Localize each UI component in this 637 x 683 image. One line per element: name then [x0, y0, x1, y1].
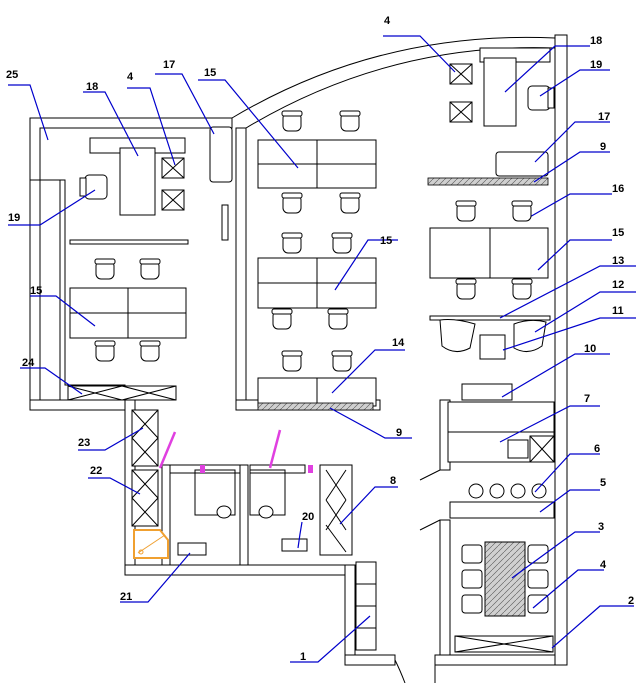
callout-15-middle-2: 15	[380, 235, 392, 247]
office-chair	[455, 200, 477, 222]
guest-chairs-director	[449, 63, 473, 123]
office-chair	[94, 258, 116, 280]
doors	[158, 429, 313, 473]
hanger-rack	[319, 464, 353, 556]
exterior-walls	[29, 34, 568, 683]
kitchen	[447, 383, 555, 519]
office-chair	[281, 110, 303, 132]
office-chair	[94, 340, 116, 362]
callout-9-right: 9	[600, 141, 606, 153]
office-chair	[281, 232, 303, 254]
callout-2: 2	[628, 595, 634, 607]
storage-bottom-right	[454, 635, 554, 653]
office-chair	[455, 278, 477, 300]
callout-4-meeting: 4	[600, 559, 607, 571]
leader-lines	[8, 35, 636, 663]
corner-cabinet	[133, 529, 169, 559]
callout-1: 1	[300, 651, 306, 663]
office-chair	[511, 278, 533, 300]
callout-11: 11	[612, 305, 624, 317]
office-chair	[281, 350, 303, 372]
callout-25: 25	[6, 69, 18, 81]
callout-17-right: 17	[598, 111, 610, 123]
lounge	[439, 319, 547, 360]
cabinet-right	[495, 151, 549, 177]
callout-12: 12	[612, 279, 624, 291]
office-chair	[139, 258, 161, 280]
callout-23: 23	[78, 437, 90, 449]
storage-24	[67, 385, 177, 401]
office-chair	[339, 192, 361, 214]
callout-5: 5	[600, 477, 606, 489]
director-desk	[479, 47, 551, 127]
callout-8: 8	[390, 475, 396, 487]
callout-15-right: 15	[612, 227, 624, 239]
callout-14: 14	[392, 337, 405, 349]
callout-22: 22	[90, 465, 102, 477]
callout-13: 13	[612, 255, 624, 267]
callout-4-left: 4	[127, 71, 134, 83]
radiator-right	[427, 177, 549, 186]
entry-shoe-cabinet	[355, 561, 377, 651]
callout-15-middle: 15	[204, 67, 216, 79]
callout-24: 24	[22, 357, 35, 369]
callout-21: 21	[120, 591, 132, 603]
wardrobe-23	[131, 409, 159, 467]
director-armchair	[527, 85, 555, 111]
sinks	[177, 505, 308, 556]
office-chair	[331, 350, 353, 372]
office-chair	[331, 232, 353, 254]
callout-19-left: 19	[8, 212, 20, 224]
callout-19-director: 19	[590, 59, 602, 71]
callout-15-left: 15	[30, 285, 42, 297]
workstation-group-left	[69, 287, 187, 339]
guest-chairs-left	[161, 157, 185, 211]
callout-labels: 4 18 19 25 18 4 17 15 17 9 19 16 15 15 1…	[6, 15, 634, 663]
radiator-middle	[257, 402, 374, 411]
callout-10: 10	[584, 343, 596, 355]
callout-17-left: 17	[163, 59, 175, 71]
callout-18-left: 18	[86, 81, 98, 93]
office-chair	[139, 340, 161, 362]
office-chair	[511, 200, 533, 222]
meeting-table	[461, 541, 549, 617]
callout-4-director: 4	[384, 15, 391, 27]
callout-20: 20	[302, 511, 314, 523]
office-chair	[281, 192, 303, 214]
workstation-group-right	[429, 227, 549, 279]
office-chair	[339, 110, 361, 132]
manager-desk-left	[89, 126, 233, 216]
callout-9-middle: 9	[396, 427, 402, 439]
callout-18-director: 18	[590, 35, 602, 47]
wardrobe-22	[131, 469, 159, 527]
armchair-left	[79, 174, 108, 200]
callout-16: 16	[612, 183, 624, 195]
office-chair	[327, 308, 349, 330]
callout-7: 7	[584, 393, 590, 405]
callout-3: 3	[598, 521, 604, 533]
callout-6: 6	[594, 443, 600, 455]
office-chair	[271, 308, 293, 330]
workstation-group-middle	[257, 139, 377, 407]
